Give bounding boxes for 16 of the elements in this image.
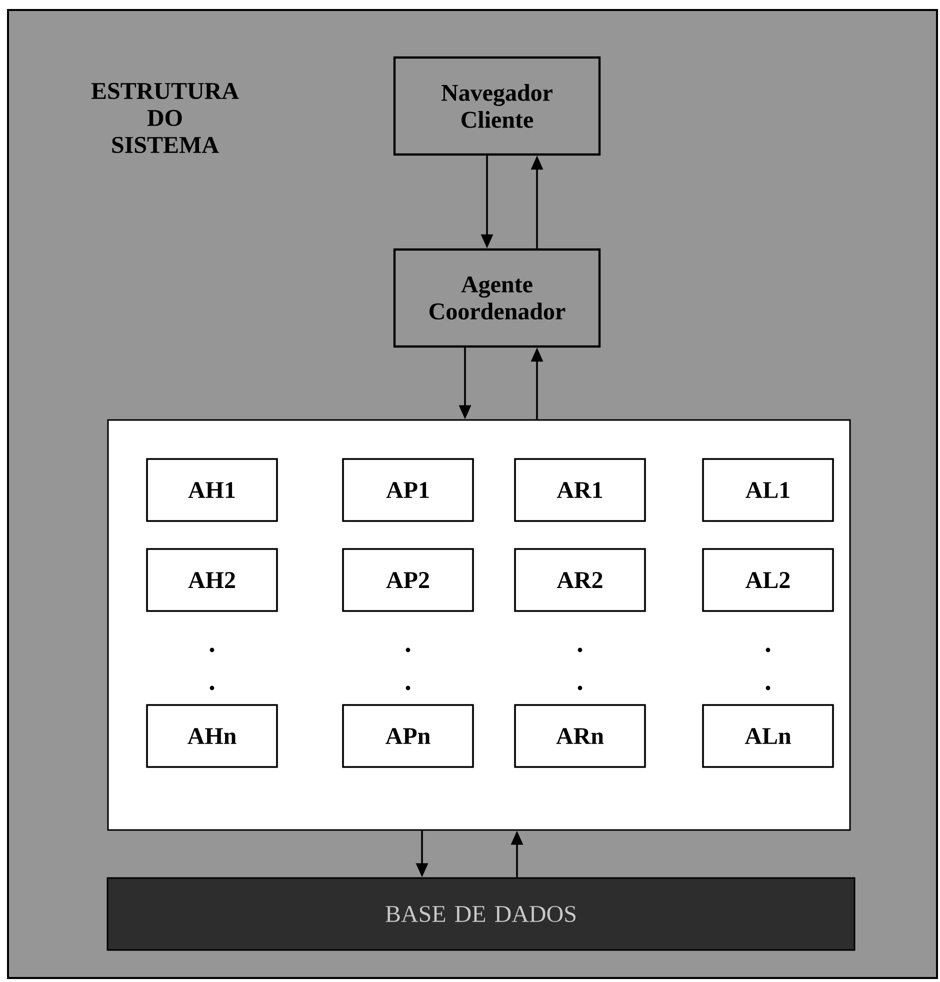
- agent-box: AL2: [702, 548, 834, 612]
- agent-box: AP1: [342, 458, 474, 522]
- title: ESTRUTURA DO SISTEMA: [91, 82, 239, 154]
- agent-box: APn: [342, 704, 474, 768]
- agent-box: AH2: [146, 548, 278, 612]
- agent-box: AL1: [702, 458, 834, 522]
- process-box: Navegador Cliente: [393, 56, 601, 156]
- agent-box: AP2: [342, 548, 474, 612]
- database-bar: BASE DE DADOS: [106, 877, 856, 951]
- agent-box: AH1: [146, 458, 278, 522]
- agent-box: AR2: [514, 548, 646, 612]
- agent-box: AHn: [146, 704, 278, 768]
- agent-box: ALn: [702, 704, 834, 768]
- agent-box: AR1: [514, 458, 646, 522]
- agent-box: ARn: [514, 704, 646, 768]
- process-box: Agente Coordenador: [393, 248, 601, 348]
